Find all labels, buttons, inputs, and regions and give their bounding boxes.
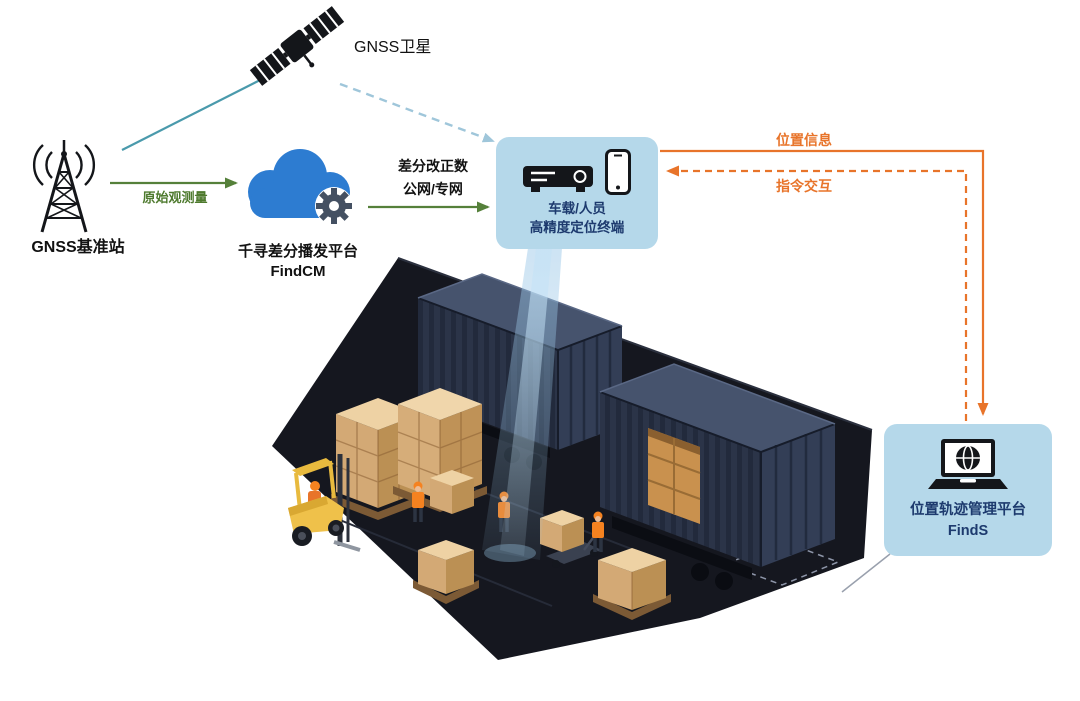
terminal-label-line1: 车载/人员 [548,200,606,216]
raw-observation-label: 原始观测量 [142,190,208,205]
platform-callout-line [841,553,891,593]
corrections-label-line1: 差分改正数 [398,158,468,174]
gear-icon [316,188,352,224]
warehouse-scene [272,248,873,660]
command-interaction-arrow [666,165,968,421]
positioning-beam [482,248,562,562]
corrections-label-line2: 公网/专网 [403,181,463,197]
satellite-icon [249,6,345,86]
position-info-arrow [660,149,989,416]
base-station-label: GNSS基准站 [31,239,125,256]
carton-box-small [430,470,474,514]
container-2 [599,363,836,590]
platform-label-product: FindS [947,522,989,539]
cloud-platform-name: 千寻差分播发平台 [237,243,358,260]
smartphone-icon [605,148,631,195]
carton-box-pallet-left [413,540,479,604]
pallet-jack [540,510,602,568]
platform-label-name: 位置轨迹管理平台 [910,502,1026,519]
radio-tower-icon [33,140,95,233]
empty-slot-marking [723,540,841,586]
management-platform-node: 位置轨迹管理平台 FindS [884,424,1052,556]
command-interaction-label: 指令交互 [776,178,832,194]
corrections-label: 差分改正数 公网/专网 [374,155,492,201]
terminal-label-line2: 高精度定位终端 [529,219,625,235]
laptop-globe-icon [928,439,1008,490]
worker-1 [412,481,424,522]
satellite-to-terminal-line [339,82,495,143]
terminal-node: 车载/人员 高精度定位终端 [496,137,658,249]
cloud-platform-label: 千寻差分播发平台 FindCM [222,240,374,280]
position-info-label: 位置信息 [776,132,832,148]
satellite-to-base-line [121,73,273,151]
cloud-gear-icon [248,149,353,225]
satellite-label: GNSS卫星 [354,39,432,56]
carton-box-pallet-right [593,548,671,620]
forklift [288,454,361,552]
vehicle-receiver-icon [523,165,593,192]
cloud-platform-product: FindCM [270,263,326,280]
worker-3 [592,511,604,552]
